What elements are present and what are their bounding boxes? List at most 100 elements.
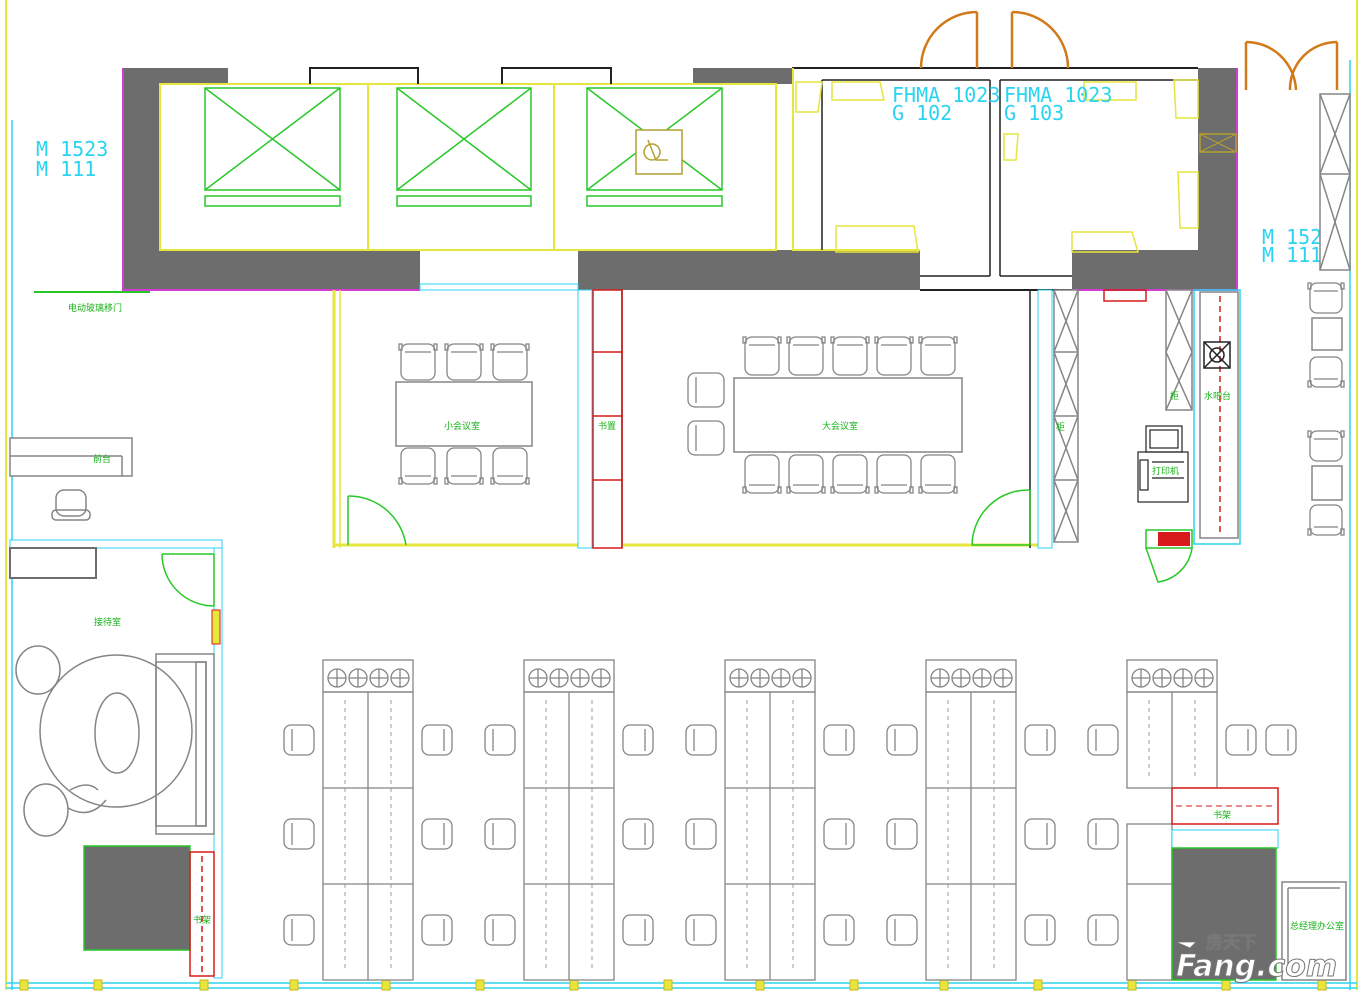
small-meeting-chairs — [398, 343, 530, 485]
window-post — [849, 979, 859, 991]
large-meeting-table — [733, 377, 963, 453]
chair — [823, 724, 855, 756]
chair — [823, 914, 855, 946]
chair — [1307, 504, 1345, 536]
workstation-cluster — [886, 659, 1056, 981]
lift-shafts — [159, 67, 777, 251]
side-tables — [1311, 317, 1343, 501]
tall-cabinet — [1165, 289, 1241, 545]
window-post — [755, 979, 765, 991]
chair — [886, 818, 918, 850]
chair — [484, 818, 516, 850]
chair — [886, 914, 918, 946]
chair — [398, 447, 438, 485]
chair — [830, 336, 870, 376]
chair — [1265, 724, 1297, 756]
watermark: 房天下 Fang.com — [1176, 932, 1338, 985]
workstation-cluster — [283, 659, 453, 981]
chair — [918, 454, 958, 494]
door-tag: M 111 — [36, 157, 96, 181]
chair — [1087, 818, 1119, 850]
watermark-line2: Fang.com — [1176, 949, 1337, 984]
reception-bookcase — [189, 851, 215, 977]
chair — [1024, 818, 1056, 850]
watermark-line1: 房天下 — [1206, 932, 1257, 953]
window-post — [1127, 979, 1137, 991]
chair — [685, 818, 717, 850]
chair — [1307, 356, 1345, 388]
chair — [444, 343, 484, 381]
meeting-bookcase — [592, 289, 623, 549]
chair — [1087, 914, 1119, 946]
chair — [398, 343, 438, 381]
window-post — [939, 979, 949, 991]
side-chairs — [1307, 282, 1345, 536]
large-meeting-chairs — [687, 336, 958, 494]
chair — [484, 914, 516, 946]
chair — [622, 724, 654, 756]
door-tags: M 1523 M 111 FHMA 1023 G 102 FHMA 1023 G… — [36, 83, 1334, 267]
door-tag: G 103 — [1004, 101, 1064, 125]
chair — [742, 336, 782, 376]
bookcase-left-label: 书架 — [193, 915, 211, 926]
chair — [823, 818, 855, 850]
chair — [283, 914, 315, 946]
meeting-doors — [347, 489, 1031, 546]
window-post — [475, 979, 485, 991]
workstation-cluster — [685, 659, 855, 981]
window-post — [1033, 979, 1043, 991]
right-edge-cabinet — [1319, 93, 1351, 271]
reception-pillar — [83, 845, 191, 951]
chair — [490, 447, 530, 485]
front-desk — [9, 437, 133, 477]
tea-table-label: 水吧台 — [1204, 390, 1231, 402]
chair — [1307, 282, 1345, 314]
chair — [886, 724, 918, 756]
chair — [687, 420, 725, 456]
bookcase-right-label: 书架 — [1213, 810, 1231, 821]
chair — [742, 454, 782, 494]
chair — [874, 336, 914, 376]
corridor-cabinet — [1053, 289, 1079, 543]
chair — [786, 454, 826, 494]
door-tag: FHMA 1023 — [892, 83, 1000, 107]
door-tag: M 1523 — [36, 137, 108, 161]
chair — [1307, 430, 1345, 462]
door-tag: M 111 — [1262, 243, 1322, 267]
chair — [490, 343, 530, 381]
front-desk-chair — [51, 489, 91, 521]
core-walls — [122, 68, 1238, 291]
printer-label: 打印机 — [1152, 465, 1179, 477]
manager-room-label: 总经理办公室 — [1290, 920, 1344, 932]
fire-doors — [919, 10, 1339, 91]
chair — [874, 454, 914, 494]
reception-furniture — [15, 645, 215, 837]
chair — [283, 724, 315, 756]
chair — [421, 914, 453, 946]
chair — [685, 724, 717, 756]
chair — [622, 818, 654, 850]
accessible-icon — [635, 129, 683, 175]
chair — [786, 336, 826, 376]
chair — [830, 454, 870, 494]
small-meeting-table — [395, 381, 533, 447]
window-post — [19, 979, 29, 991]
chair — [421, 724, 453, 756]
chair — [1024, 914, 1056, 946]
chair — [444, 447, 484, 485]
workstation-clusters — [283, 659, 1297, 981]
door-tag: FHMA 1023 — [1004, 83, 1112, 107]
chair — [622, 914, 654, 946]
window-post — [569, 979, 579, 991]
chair — [1024, 724, 1056, 756]
reception-room-label: 接待室 — [94, 616, 121, 628]
electric-glass-door-label: 电动玻璃移门 — [68, 302, 122, 314]
chair — [685, 914, 717, 946]
cupboard-label: 柜 — [1170, 390, 1179, 402]
chair — [484, 724, 516, 756]
toilets — [792, 67, 1237, 302]
office-bookcase — [1171, 787, 1279, 981]
window-post — [199, 979, 209, 991]
window-post — [663, 979, 673, 991]
bookcase-meeting-label: 书置 — [598, 421, 616, 432]
